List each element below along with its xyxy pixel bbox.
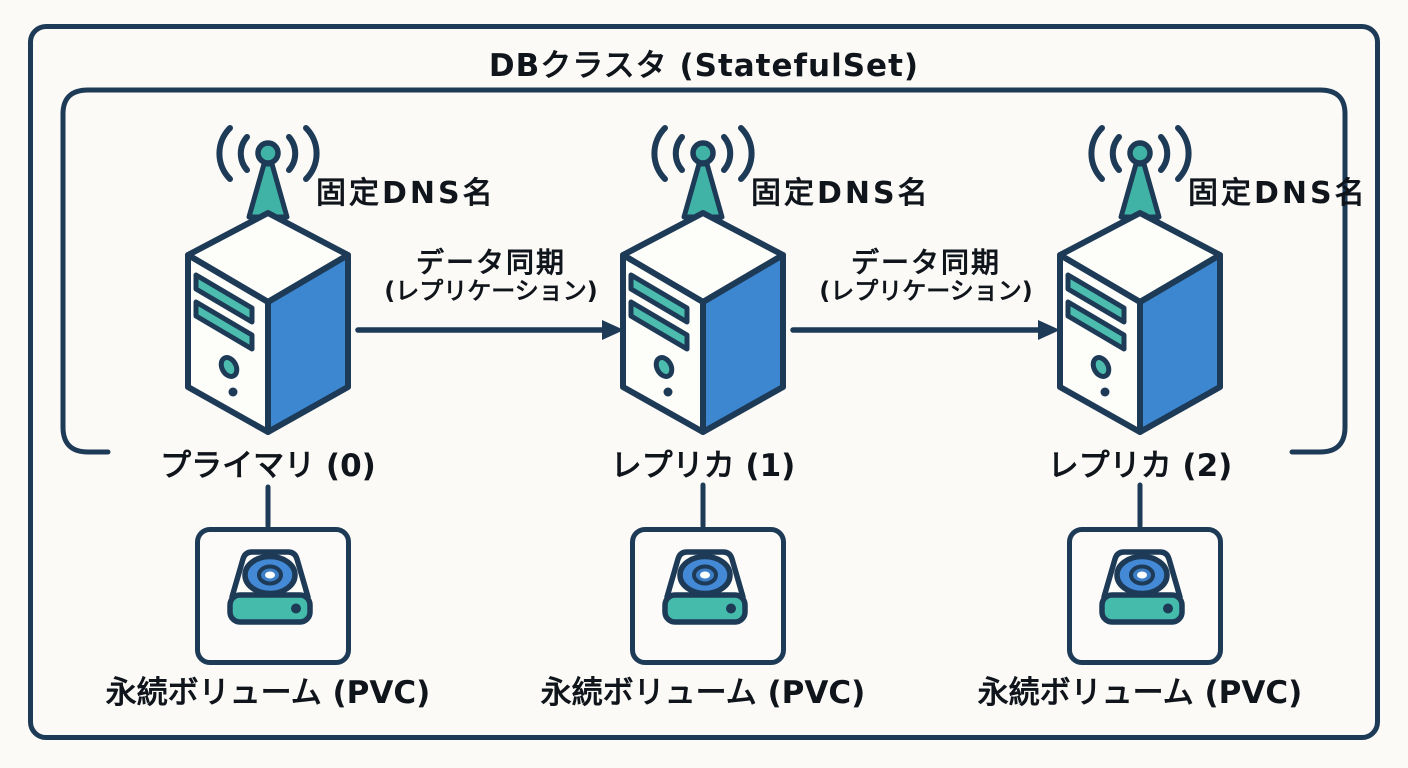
replication-sublabel: (レプリケーション)	[819, 277, 1033, 306]
diagram-title: DBクラスタ (StatefulSet)	[488, 48, 920, 84]
disk-icon	[1099, 549, 1185, 625]
pvc-label-3: 永続ボリューム (PVC)	[977, 675, 1303, 711]
dns-label-1: 固定DNS名	[316, 176, 496, 211]
server-tower	[185, 210, 351, 435]
disk-icon	[227, 549, 313, 625]
replication-sublabel: (レプリケーション)	[384, 277, 598, 306]
pvc-box-3	[1067, 527, 1223, 665]
replication-arrow-label-1: データ同期 (レプリケーション)	[321, 247, 661, 305]
pvc-box-2	[630, 527, 786, 665]
replication-arrow-2	[790, 320, 1060, 340]
antenna-icon	[216, 125, 320, 220]
server-icon	[1057, 125, 1223, 435]
pvc-label-1: 永続ボリューム (PVC)	[105, 675, 431, 711]
server-tower	[1057, 210, 1223, 435]
server-icon	[620, 125, 786, 435]
cluster-inner-frame	[60, 87, 1348, 455]
node-label-replica-2: レプリカ (2)	[1047, 448, 1233, 484]
server-icon	[185, 125, 351, 435]
replication-arrow-1	[355, 320, 624, 340]
antenna-icon	[1088, 125, 1192, 220]
node-label-replica-1: レプリカ (1)	[610, 448, 796, 484]
sync-label: データ同期	[850, 246, 1001, 279]
statefulset-outer-boundary	[28, 24, 1380, 740]
sync-label: データ同期	[415, 246, 566, 279]
node-label-primary-0: プライマリ (0)	[160, 448, 376, 484]
dns-label-3: 固定DNS名	[1188, 176, 1368, 211]
dns-label-2: 固定DNS名	[751, 176, 931, 211]
server-tower	[620, 210, 786, 435]
replication-arrow-label-2: データ同期 (レプリケーション)	[756, 247, 1096, 305]
disk-icon	[662, 549, 748, 625]
pvc-label-2: 永続ボリューム (PVC)	[540, 675, 866, 711]
antenna-icon	[651, 125, 755, 220]
pvc-box-1	[195, 527, 351, 665]
